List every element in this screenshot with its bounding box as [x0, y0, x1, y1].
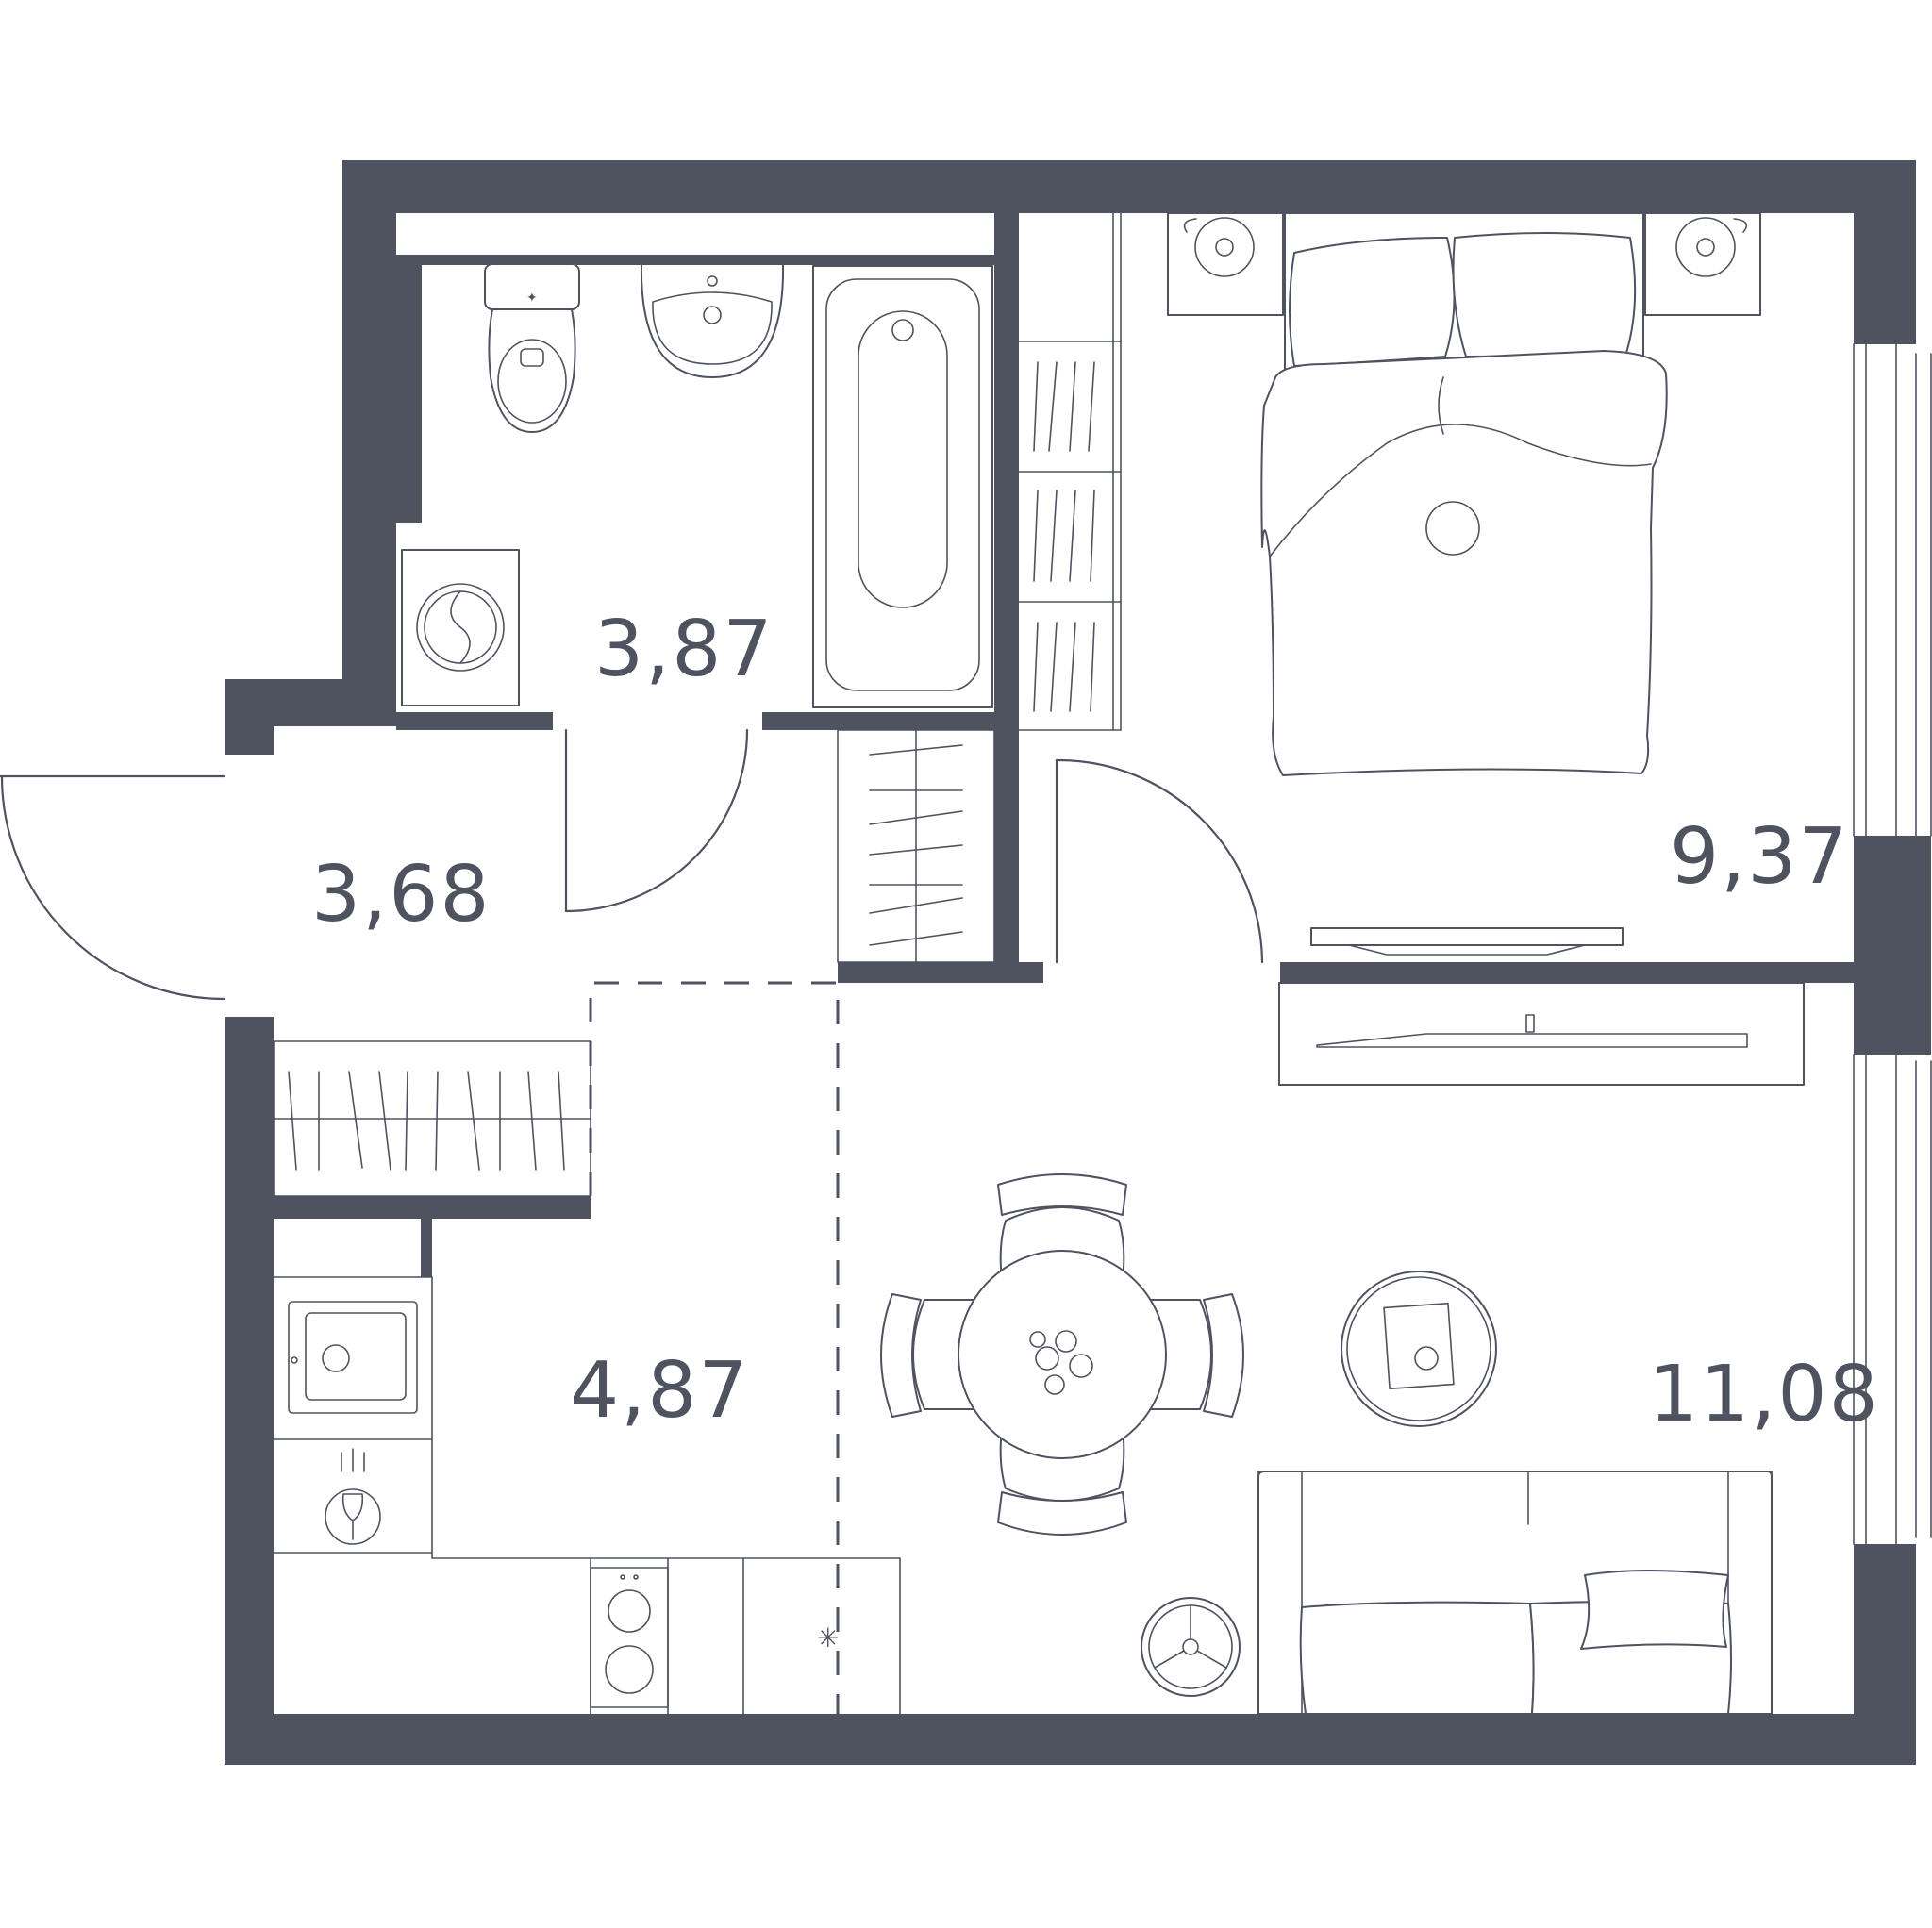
dining-table-icon — [880, 1173, 1244, 1536]
sink-icon — [640, 263, 785, 378]
doors — [0, 728, 1264, 1001]
wardrobe-icon — [837, 729, 995, 963]
bathtub-icon — [812, 265, 993, 708]
lamp-icon — [1141, 1597, 1241, 1697]
dishwasher-icon — [325, 1448, 381, 1545]
plant-icon — [1029, 1330, 1093, 1395]
tv-icon — [1278, 982, 1805, 1086]
kitchen-sink-icon — [288, 1301, 418, 1414]
tv-icon — [1310, 927, 1624, 956]
kitchen-area: 4,87 — [570, 1346, 750, 1436]
living-room-area: 11,08 — [1649, 1350, 1880, 1439]
windows — [1853, 343, 1932, 1545]
toilet-icon: ✦ — [484, 263, 580, 433]
bathroom-area: 3,87 — [594, 605, 774, 694]
hallway-area: 3,68 — [311, 850, 491, 939]
washing-machine-icon — [401, 549, 520, 706]
nightstand-lamp-icon — [1644, 212, 1761, 316]
bedroom-area: 9,37 — [1670, 812, 1850, 902]
wardrobe-icon — [1018, 212, 1122, 731]
cooktop-icon — [590, 1567, 669, 1708]
coffee-table-icon — [1341, 1271, 1497, 1427]
bed-icon — [1260, 212, 1668, 776]
svg-text:✦: ✦ — [526, 291, 538, 306]
sofa-icon — [1257, 1471, 1773, 1715]
nightstand-lamp-icon — [1167, 212, 1284, 316]
fridge-marker-icon: ✳ — [817, 1622, 839, 1654]
wardrobe-icon — [273, 1040, 591, 1197]
kitchen-counter — [273, 1276, 901, 1715]
walls — [225, 160, 1931, 1765]
